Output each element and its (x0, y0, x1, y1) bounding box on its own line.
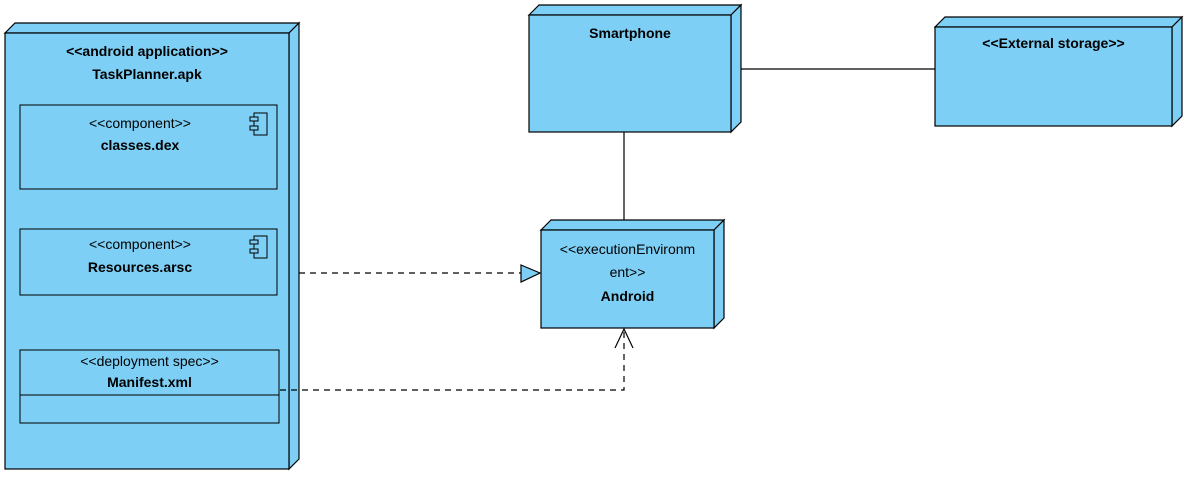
manifest-stereotype: <<deployment spec>> (80, 353, 219, 369)
android-execution-environment-node[interactable] (539, 218, 726, 330)
dependency-arrow[interactable] (280, 327, 634, 391)
resources-arsc-component[interactable] (19, 228, 278, 296)
component-icon (249, 112, 268, 136)
external-storage-node[interactable] (933, 15, 1184, 128)
android-stereotype-line2: ent>> (609, 264, 646, 280)
apk-stereotype: <<android application>> (66, 43, 228, 59)
manifest-deployment-spec[interactable] (19, 349, 280, 424)
realization-arrow[interactable] (299, 264, 542, 283)
classes-dex-stereotype: <<component>> (89, 115, 191, 131)
android-stereotype-line1: <<executionEnvironm (559, 241, 696, 257)
smartphone-node[interactable] (527, 3, 743, 134)
external-storage-stereotype: <<External storage>> (982, 35, 1125, 51)
manifest-name: Manifest.xml (107, 374, 192, 390)
classes-dex-name: classes.dex (100, 137, 180, 153)
classes-dex-component[interactable] (19, 104, 278, 190)
component-icon (249, 235, 268, 259)
smartphone-name: Smartphone (589, 25, 671, 41)
resources-arsc-name: Resources.arsc (87, 259, 193, 275)
android-name: Android (600, 288, 655, 304)
apk-name: TaskPlanner.apk (92, 66, 202, 82)
open-arrowhead (614, 327, 634, 349)
resources-arsc-stereotype: <<component>> (89, 236, 191, 252)
hollow-triangle-arrowhead (520, 264, 542, 283)
